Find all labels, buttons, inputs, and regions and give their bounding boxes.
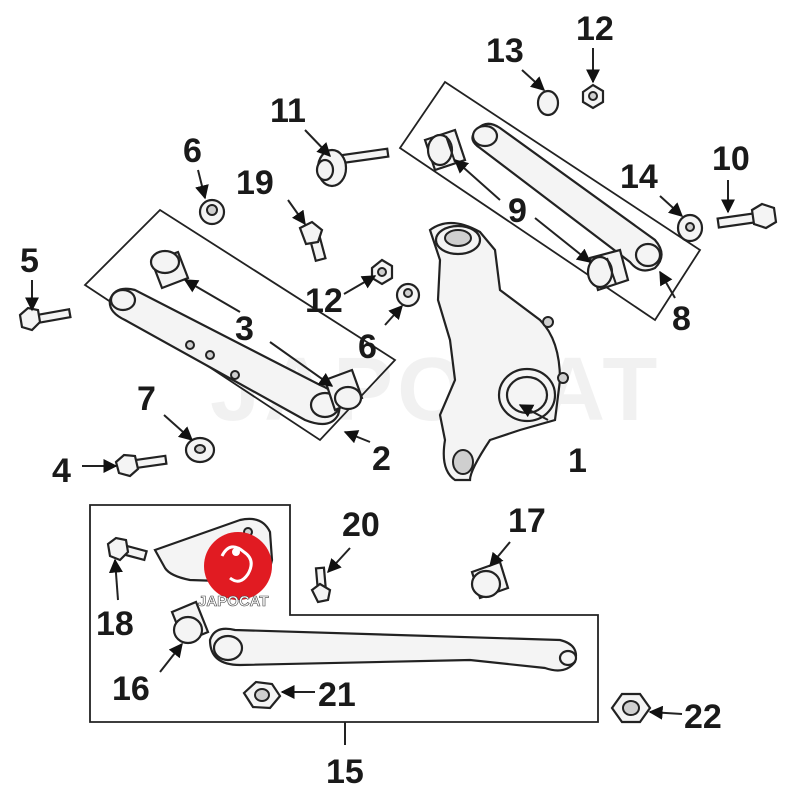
callout-3: 3 [235, 310, 254, 348]
bolt-part-20 [310, 566, 332, 604]
callout-8: 8 [672, 300, 691, 338]
bolt-part-5 [18, 306, 72, 332]
bolt-part-10 [716, 202, 778, 230]
leader-arrows [25, 48, 735, 745]
callout-13: 13 [486, 32, 524, 70]
frame-part-2 [83, 208, 397, 442]
callout-9: 9 [508, 192, 527, 230]
logo-text: JAPOCAT [198, 593, 269, 610]
callout-16: 16 [112, 670, 150, 708]
bolt-part-19 [298, 220, 327, 263]
nut-part-12-left [370, 258, 394, 286]
bushing-part-9-upper [423, 128, 467, 172]
callout-21: 21 [318, 676, 356, 714]
callout-12-left: 12 [305, 282, 343, 320]
washer-part-14 [676, 213, 704, 243]
callout-12-top: 12 [576, 10, 614, 48]
bushing-part-17 [470, 560, 510, 600]
nut-part-21 [242, 680, 282, 710]
callout-5: 5 [20, 242, 39, 280]
callout-19: 19 [236, 164, 274, 202]
cam-bolt-part-11 [315, 147, 390, 188]
bolt-part-18 [106, 536, 148, 562]
knuckle-part-1 [428, 221, 569, 482]
bolt-part-4 [114, 453, 168, 478]
frame-part-15 [89, 504, 599, 723]
callout-17: 17 [508, 502, 546, 540]
japocat-logo: JAPOCAT [198, 532, 272, 610]
nut-part-22 [610, 692, 652, 724]
callout-11: 11 [270, 92, 306, 130]
nut-part-6-lower [395, 282, 421, 308]
bushing-part-3-lower [323, 368, 364, 412]
bushing-part-9-lower [586, 248, 630, 292]
callout-6-lower: 6 [358, 328, 377, 366]
nut-part-6-upper [198, 198, 226, 226]
frame-part-8 [398, 80, 702, 322]
bushing-part-16 [170, 600, 210, 645]
callout-18: 18 [96, 605, 134, 643]
callout-20: 20 [342, 506, 380, 544]
callout-15: 15 [326, 753, 364, 791]
callout-4: 4 [52, 452, 71, 490]
callout-1: 1 [568, 442, 587, 480]
nut-part-12-top [581, 83, 605, 110]
washer-part-13 [536, 89, 560, 117]
callout-10: 10 [712, 140, 750, 178]
lower-arm-part-2 [108, 287, 341, 426]
callout-6-upper: 6 [183, 132, 202, 170]
washer-part-7 [184, 436, 216, 464]
upper-link-part-8 [471, 122, 663, 272]
callout-2: 2 [372, 440, 391, 478]
callout-22: 22 [684, 698, 722, 736]
callout-14: 14 [620, 158, 658, 196]
bushing-part-3-upper [149, 249, 190, 290]
callout-7: 7 [137, 380, 156, 418]
trailing-arm-part-15 [208, 627, 578, 672]
